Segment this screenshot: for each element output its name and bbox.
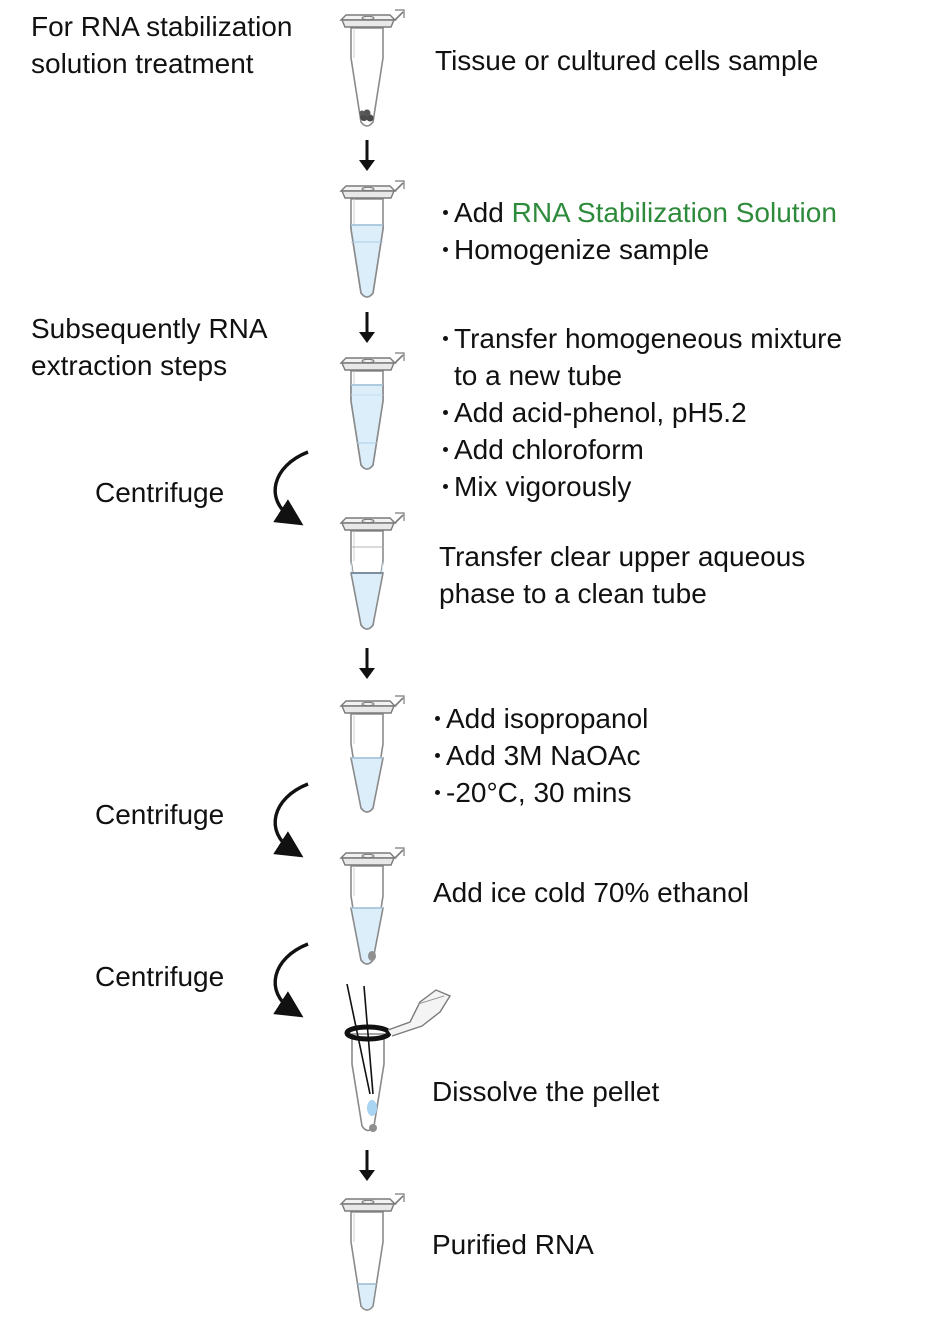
step-naoac: Add 3M NaOAc	[433, 737, 648, 774]
centrifuge-arrow	[273, 942, 309, 1018]
step-transfer-mixture: Transfer homogeneous mixture	[441, 320, 842, 357]
step-mix: Mix vigorously	[441, 468, 842, 505]
step-isopropanol: Add isopropanol	[433, 700, 648, 737]
step-extract: Transfer homogeneous mixture to a new tu…	[441, 320, 842, 505]
step-stabilize: Add RNA Stabilization Solution Homogeniz…	[441, 194, 837, 268]
step-sample: Tissue or cultured cells sample	[435, 45, 819, 76]
step-purified: Purified RNA	[432, 1229, 594, 1260]
down-arrow	[359, 648, 375, 679]
down-arrow	[359, 1150, 375, 1181]
rna-drop	[367, 1100, 377, 1116]
tube-mixture	[340, 352, 405, 470]
step-chloroform: Add chloroform	[441, 431, 842, 468]
step-precipitate: Add isopropanol Add 3M NaOAc -20°C, 30 m…	[433, 700, 648, 811]
tube-phase-separation	[340, 512, 405, 630]
down-arrow	[359, 140, 375, 171]
centrifuge-arrow	[273, 450, 309, 526]
tube-ethanol-wash	[340, 847, 405, 965]
step-incubate: -20°C, 30 mins	[433, 774, 648, 811]
note-extraction: Subsequently RNA extraction steps	[31, 313, 268, 381]
rna-pellet	[368, 951, 376, 961]
step-add-reagent: Add RNA Stabilization Solution	[441, 194, 837, 231]
tube-isopropanol	[340, 695, 405, 813]
tube-purified-rna	[340, 1193, 405, 1311]
tube-dissolve	[344, 983, 452, 1132]
note-stabilization: For RNA stabilization solution treatment	[31, 11, 293, 79]
step-transfer-mixture-cont: to a new tube	[454, 360, 623, 391]
centrifuge-arrow	[273, 782, 309, 858]
step-homogenize: Homogenize sample	[441, 231, 837, 268]
centrifuge-label: Centrifuge	[95, 961, 225, 992]
step-aqueous: Transfer clear upper aqueous phase to a …	[439, 541, 806, 609]
reagent-name: RNA Stabilization Solution	[511, 197, 837, 228]
tube-sample	[340, 9, 405, 127]
step-dissolve: Dissolve the pellet	[432, 1076, 660, 1107]
step-acid-phenol: Add acid-phenol, pH5.2	[441, 394, 842, 431]
pipette-tip	[346, 983, 371, 1095]
centrifuge-label: Centrifuge	[95, 477, 225, 508]
step-wash: Add ice cold 70% ethanol	[433, 877, 749, 908]
centrifuge-label: Centrifuge	[95, 799, 225, 830]
tube-stabilization	[340, 180, 405, 298]
down-arrow	[359, 312, 375, 343]
